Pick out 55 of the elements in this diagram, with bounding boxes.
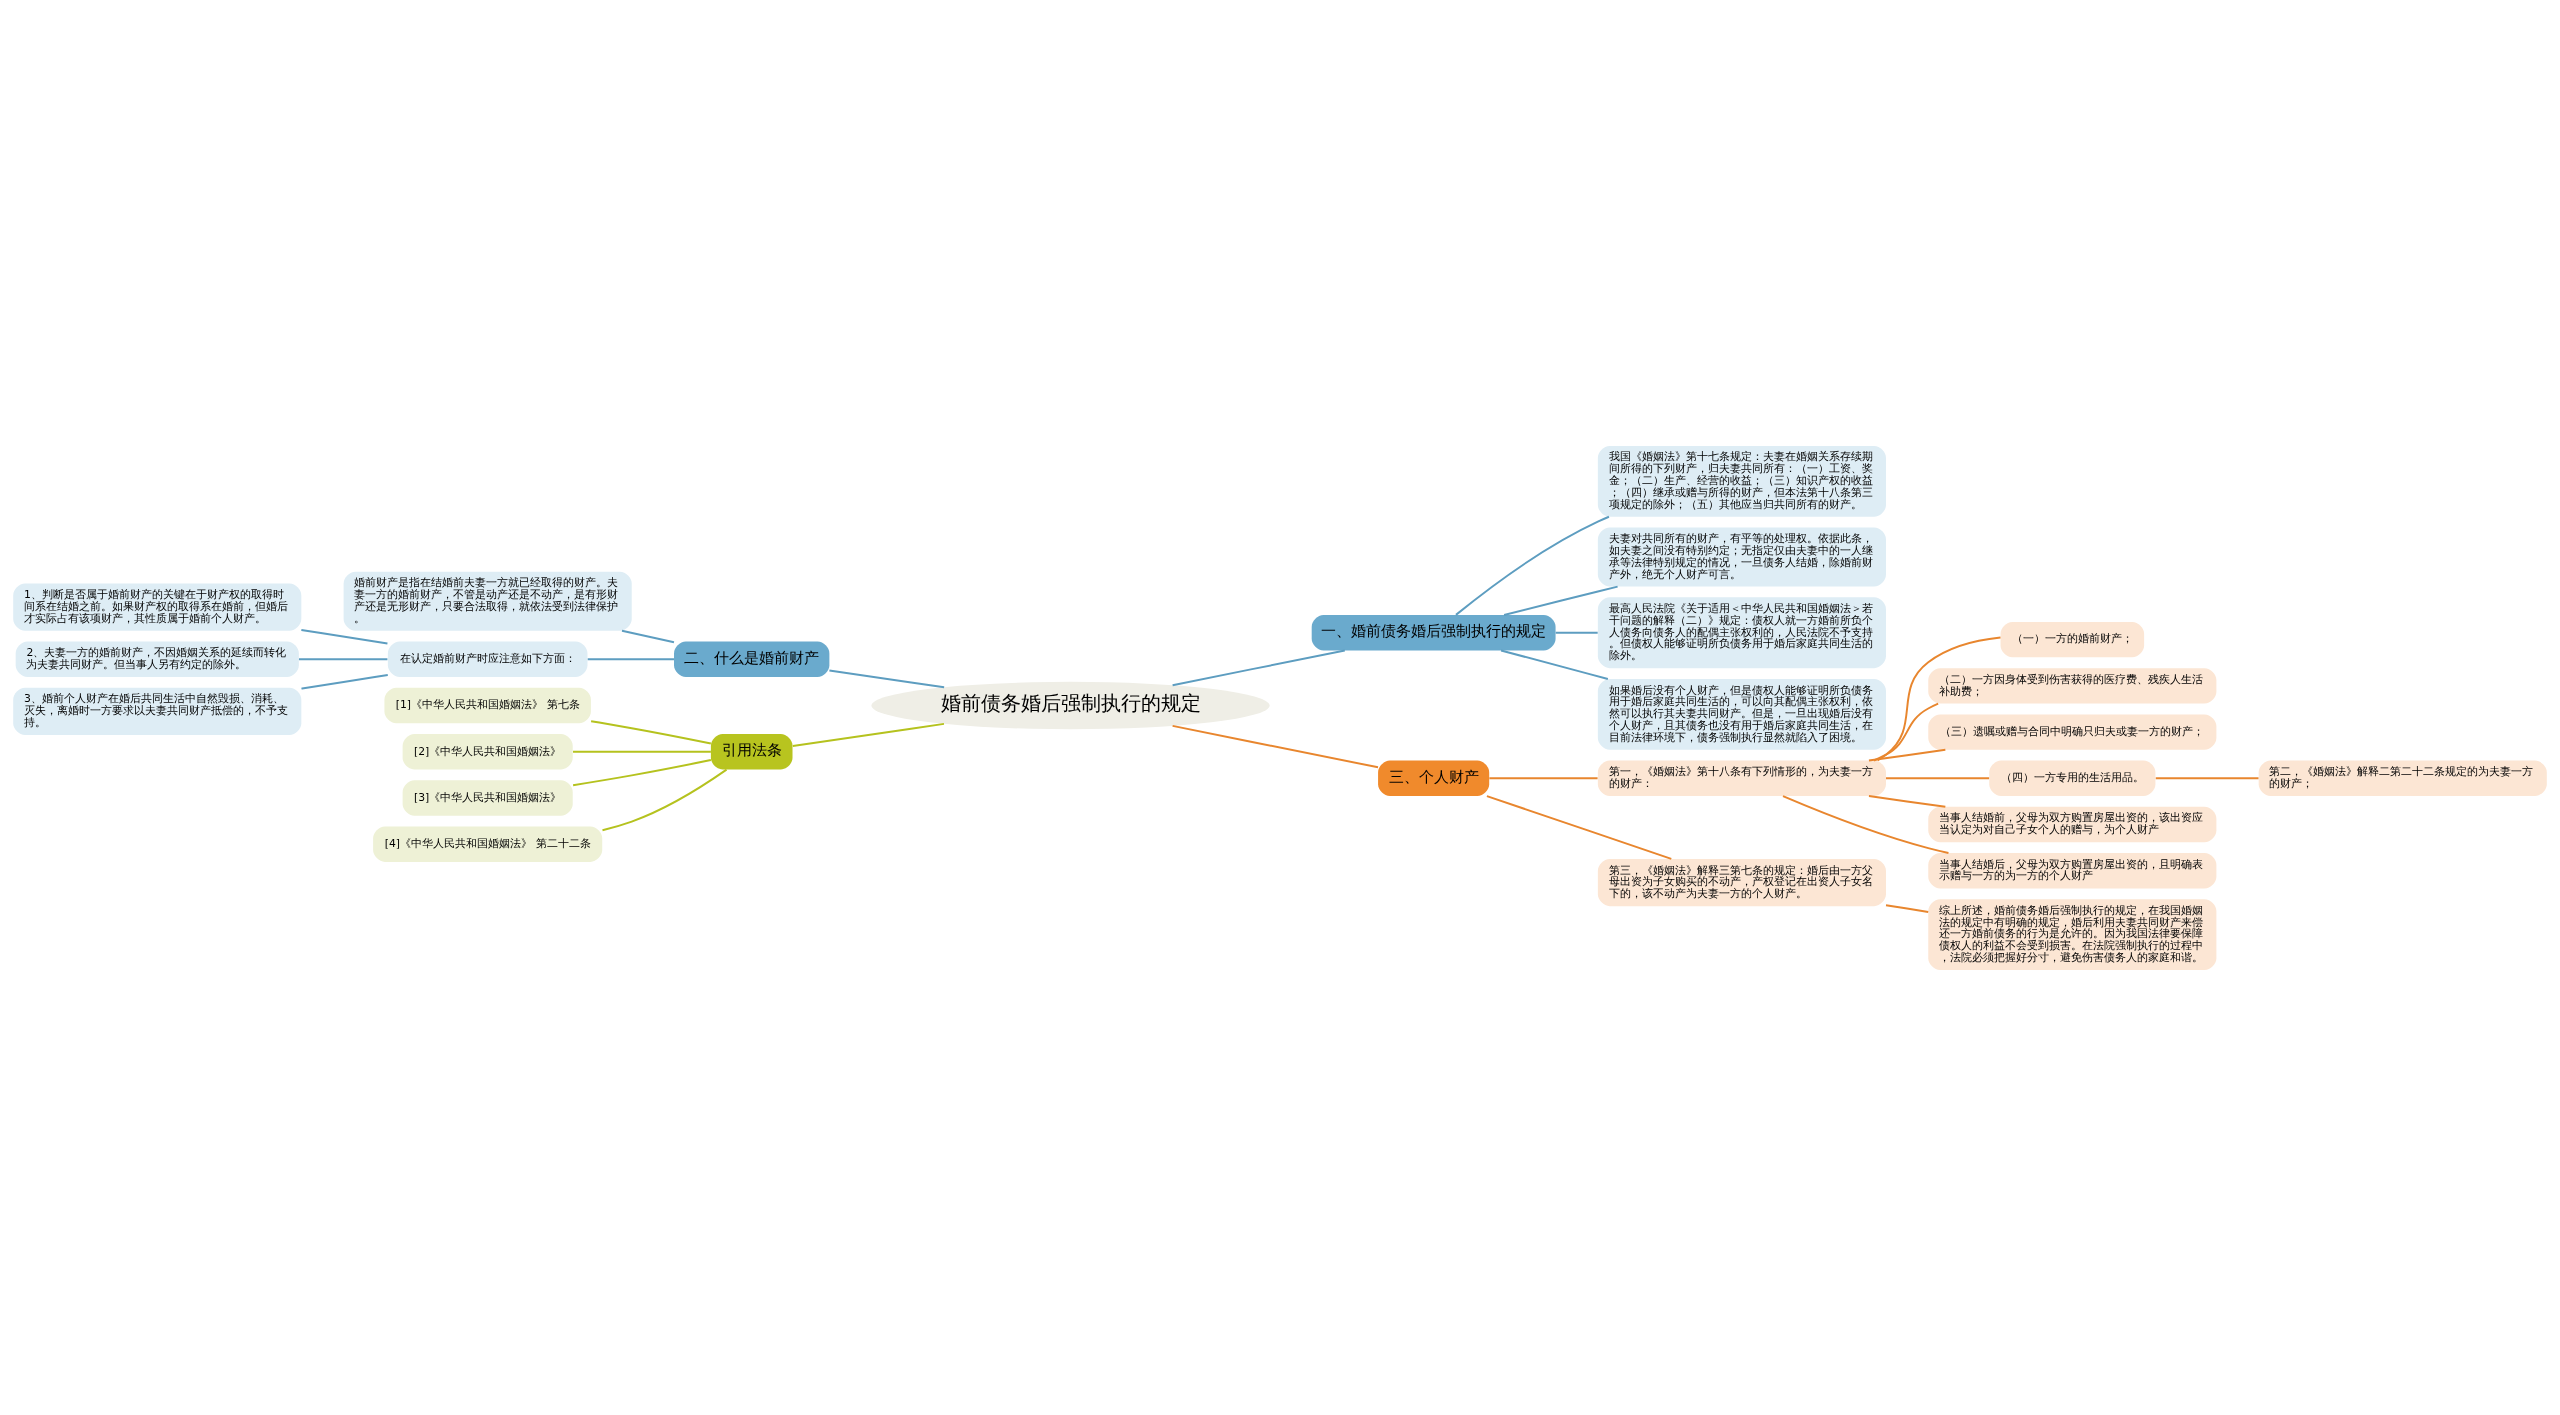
connector: [601, 768, 728, 831]
node-box: 最高人民法院《关于适用＜中华人民共和国婚姻法＞若干问题的解释（二）》规定：债权人就一方婚前所负个人债务向债务人的配偶主张权利的，人民法院不予支持。但债权人能够证明所负债务用于婚后家庭共同生活的除外。: [1597, 596, 1886, 668]
node-box: 婚前财产是指在结婚前夫妻一方就已经取得的财产。夫妻一方的婚前财产，不管是动产还是不动产，是有形财产还是无形财产，只要合法取得，就依法受到法律保护。: [343, 571, 632, 631]
connector: [1488, 776, 1599, 779]
node-box: 当事人结婚前，父母为双方购置房屋出资的，该出资应当认定为对自己子女个人的赠与，为个人财产: [1928, 806, 2217, 842]
node-box: 我国《婚姻法》第十七条规定：夫妻在婚姻关系存续期间所得的下列财产，归夫妻共同所有：（一）工资、奖金；（二）生产、经营的收益；（三）知识产权的收益；（四）继承或赠与所得的财产，但本法第十八条第三项规定的除外；（五）其他应当归共同所有的财产。: [1597, 445, 1886, 517]
connector: [1554, 631, 1599, 634]
node-box: 综上所述，婚前债务婚后强制执行的规定，在我国婚姻法的规定中有明确的规定，婚后利用夫妻共同财产来偿还一方婚前债务的行为是允许的。因为我国法律要保障债权人的利益不会受到损害。在法院强制执行的过程中，法院必须把握好分寸，避免伤害债务人的家庭和谐。: [1928, 898, 2217, 970]
connector: [1782, 794, 1950, 854]
connector: [572, 750, 712, 753]
connector: [1485, 794, 1673, 860]
connector: [791, 722, 945, 747]
node-box: 在认定婚前财产时应注意如下方面：: [387, 641, 588, 677]
node-box: [2]《中华人民共和国婚姻法》: [402, 733, 573, 769]
node-box: 引用法条: [710, 733, 793, 769]
node-box: 3、婚前个人财产在婚后共同生活中自然毁损、消耗、灭失，离婚时一方要求以夫妻共同财产抵偿的，不予支持。: [13, 687, 302, 735]
connector: [2154, 776, 2260, 779]
connector: [572, 758, 712, 786]
node-box: （二）一方因身体受到伤害获得的医疗费、残疾人生活补助费；: [1928, 667, 2217, 704]
connector: [300, 628, 389, 645]
node-box: 第一，《婚姻法》第十八条有下列情形的，为夫妻一方的财产：: [1597, 760, 1886, 796]
node-box: 夫妻对共同所有的财产，有平等的处理权。依据此条，如夫妻之间没有特别约定；无指定仅由夫妻中的一人继承等法律特别规定的情况，一旦债务人结婚，除婚前财产外，绝无个人财产可言。: [1597, 527, 1886, 587]
node-box: [3]《中华人民共和国婚姻法》: [402, 779, 573, 816]
node-box: [1]《中华人民共和国婚姻法》 第七条: [384, 687, 591, 723]
connector: [1867, 748, 1947, 762]
connector: [1873, 702, 1940, 761]
node-box: 三、个人财产: [1378, 760, 1490, 796]
node-box: 1、判断是否属于婚前财产的关键在于财产权的取得时间系在结婚之前。如果财产权的取得系在婚前，但婚后才实际占有该项财产，其性质属于婚前个人财产。: [13, 583, 302, 631]
node-box: [4]《中华人民共和国婚姻法》 第二十二条: [373, 826, 603, 862]
connector: [1503, 585, 1619, 616]
node-box: 如果婚后没有个人财产，但是债权人能够证明所负债务用于婚后家庭共同生活的，可以向其配偶主张权利，依然可以执行其夫妻共同财产。但是，一旦出现婚后没有个人财产，且其债务也没有用于婚后家庭共同生活，在目前法律环境下，债务强制执行显然就陷入了困境。: [1597, 678, 1886, 750]
node-box: 第三，《婚姻法》解释三第七条的规定：婚后由一方父母出资为子女购买的不动产，产权登记在出资人子女名下的，该不动产为夫妻一方的个人财产。: [1597, 858, 1886, 906]
node-box: 2、夫妻一方的婚前财产，不因婚姻关系的延续而转化为夫妻共同财产。但当事人另有约定的除外。: [15, 641, 299, 677]
node-box: 第二，《婚姻法》解释二第二十二条规定的为夫妻一方的财产；: [2258, 760, 2547, 796]
connector: [590, 719, 712, 744]
node-box: （四）一方专用的生活用品。: [1989, 760, 2156, 796]
connector: [1454, 515, 1610, 616]
node-box: （三）遗嘱或赠与合同中明确只归夫或妻一方的财产；: [1928, 713, 2217, 750]
node-box: （一）一方的婚前财产；: [2000, 621, 2145, 657]
connector: [586, 657, 675, 660]
connector: [300, 673, 389, 690]
node-box: 二、什么是婚前财产: [674, 641, 830, 677]
connector: [1171, 649, 1346, 686]
connector: [297, 657, 389, 660]
connector: [1885, 776, 1991, 779]
node-box: 一、婚前债务婚后强制执行的规定: [1311, 614, 1556, 650]
node-box: 当事人结婚后，父母为双方购置房屋出资的，且明确表示赠与一方的为一方的个人财产: [1928, 852, 2217, 888]
connector: [828, 669, 946, 688]
node-ellipse: 婚前债务婚后强制执行的规定: [871, 681, 1270, 729]
connector: [1500, 649, 1609, 680]
connector: [1867, 794, 1947, 808]
connector: [621, 629, 675, 643]
connector: [1171, 724, 1379, 768]
connector: [1876, 636, 2002, 761]
connector: [1885, 903, 1930, 913]
